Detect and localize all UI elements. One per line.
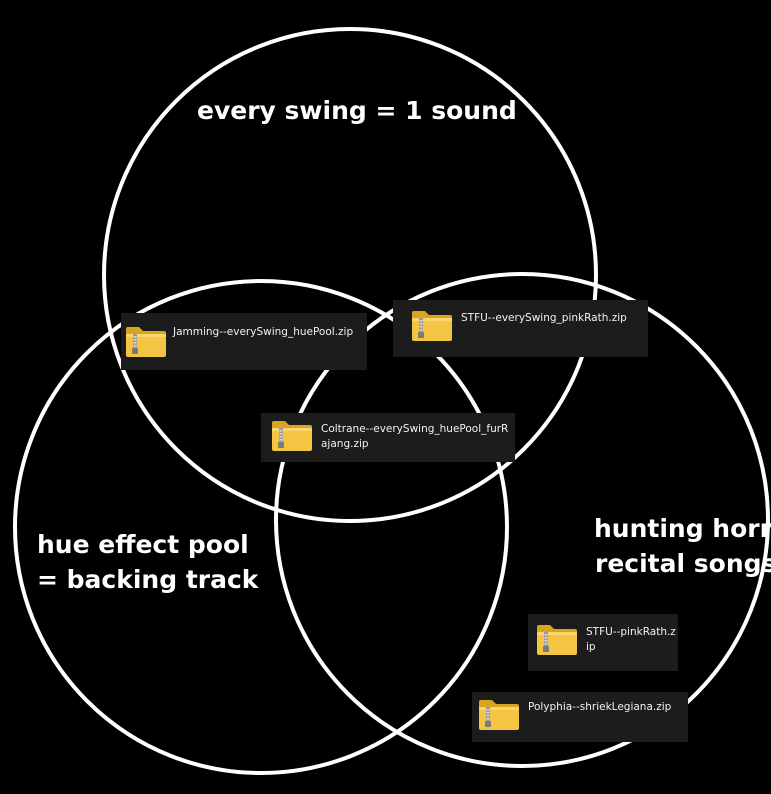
zip-folder-icon bbox=[535, 623, 579, 657]
zip-folder-icon bbox=[477, 698, 521, 732]
circle-left bbox=[13, 279, 509, 775]
file-item-coltrane[interactable]: Coltrane--everySwing_huePool_furRajang.z… bbox=[261, 413, 515, 462]
file-item-jamming[interactable]: Jamming--everySwing_huePool.zip bbox=[121, 313, 367, 370]
circle-right bbox=[274, 272, 770, 768]
set-label-left: hue effect pool = backing track bbox=[37, 527, 258, 597]
file-item-stfu-pinkrath[interactable]: STFU--pinkRath.zip bbox=[528, 614, 678, 671]
circle-top bbox=[102, 27, 598, 523]
file-name: STFU--pinkRath.zip bbox=[586, 626, 676, 653]
file-item-stfu-everyswing[interactable]: STFU--everySwing_pinkRath.zip bbox=[393, 300, 648, 357]
file-name: Polyphia--shriekLegiana.zip bbox=[528, 701, 672, 713]
file-item-polyphia[interactable]: Polyphia--shriekLegiana.zip bbox=[472, 692, 688, 742]
file-name: Coltrane--everySwing_huePool_furRajang.z… bbox=[321, 423, 509, 450]
set-label-left-line-1: hue effect pool bbox=[37, 530, 249, 559]
file-name: STFU--everySwing_pinkRath.zip bbox=[461, 312, 627, 324]
set-label-right-line-1: hunting horn bbox=[594, 514, 771, 543]
set-label-right-line-2: recital songs bbox=[595, 549, 771, 578]
file-name: Jamming--everySwing_huePool.zip bbox=[173, 326, 354, 338]
zip-folder-icon bbox=[410, 309, 454, 343]
set-label-top-line-1: every swing = 1 sound bbox=[197, 96, 517, 125]
set-label-right: hunting horn recital songs bbox=[594, 511, 771, 581]
zip-folder-icon bbox=[270, 419, 314, 453]
set-label-top: every swing = 1 sound bbox=[197, 93, 517, 128]
zip-folder-icon bbox=[124, 325, 168, 359]
set-label-left-line-2: = backing track bbox=[37, 565, 259, 594]
